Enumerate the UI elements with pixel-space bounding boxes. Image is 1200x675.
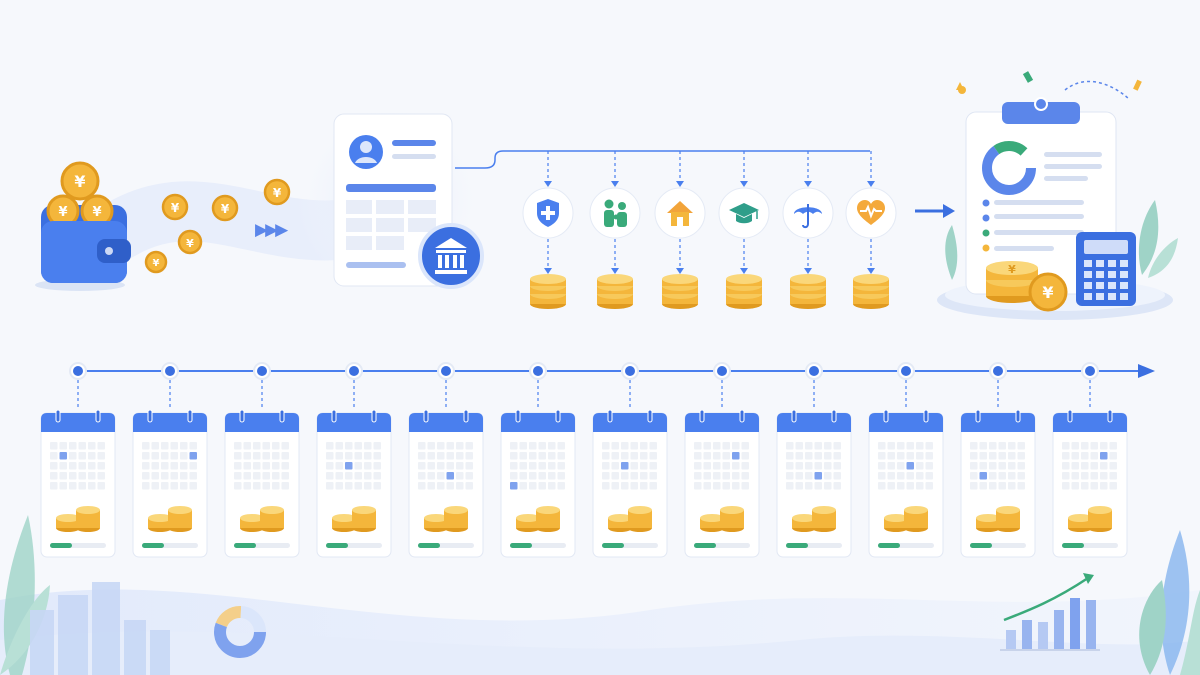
svg-text:¥: ¥ — [221, 202, 230, 216]
clipboard-report-icon: ¥ ¥ — [937, 71, 1178, 320]
timeline-node-dot — [257, 366, 267, 376]
house-icon — [654, 187, 706, 239]
timeline-node-dot — [165, 366, 175, 376]
timeline-node-dot — [441, 366, 451, 376]
svg-text:¥: ¥ — [1008, 263, 1016, 276]
svg-text:¥: ¥ — [58, 205, 67, 220]
pie-chart-icon — [214, 606, 266, 658]
timeline-node-dot — [625, 366, 635, 376]
svg-text:¥: ¥ — [186, 237, 194, 250]
coin-stack-icon — [597, 274, 633, 309]
category-family — [589, 187, 641, 239]
graduation-cap-icon — [718, 187, 770, 239]
category-medical — [522, 187, 574, 239]
category-housing — [654, 187, 706, 239]
umbrella-icon — [782, 187, 834, 239]
timeline-node-dot — [73, 366, 83, 376]
svg-text:¥: ¥ — [1042, 283, 1053, 302]
timeline-node-dot — [1085, 366, 1095, 376]
coin-stack-icon — [853, 274, 889, 309]
bottom-left-decoration — [0, 515, 266, 675]
bottom-right-decoration — [1000, 530, 1200, 675]
svg-text:¥: ¥ — [92, 205, 101, 220]
svg-text:¥: ¥ — [171, 201, 180, 215]
svg-text:¥: ¥ — [74, 172, 85, 191]
bank-icon — [418, 223, 484, 289]
flow-arrows-icon: ▶▶▶ — [255, 220, 288, 239]
application-form-icon — [333, 113, 453, 287]
coin-stack-icon — [530, 274, 566, 309]
flying-coins: ¥ ¥ ¥ ¥ ¥ — [144, 178, 291, 274]
category-education — [718, 187, 770, 239]
coin-icon: ¥ — [211, 194, 239, 222]
svg-text:¥: ¥ — [273, 186, 282, 200]
category-coin-stacks — [530, 274, 889, 309]
medical-shield-icon — [522, 187, 574, 239]
timeline-node-dot — [993, 366, 1003, 376]
timeline-node-dot — [901, 366, 911, 376]
coin-icon: ¥ — [161, 193, 189, 221]
wallet-icon: ¥ ¥ ¥ — [35, 161, 131, 291]
timeline-node-dot — [533, 366, 543, 376]
coin-icon: ¥ — [177, 229, 203, 255]
heart-pulse-icon — [845, 187, 897, 239]
category-insurance — [782, 187, 834, 239]
coin-icon: ¥ — [144, 250, 168, 274]
coin-stack-icon — [662, 274, 698, 309]
timeline — [69, 362, 1155, 410]
family-icon — [589, 187, 641, 239]
category-health — [845, 187, 897, 239]
timeline-node-dot — [349, 366, 359, 376]
timeline-node-dot — [809, 366, 819, 376]
growth-chart-icon — [1000, 573, 1100, 651]
coin-icon: ¥ — [263, 178, 291, 206]
coin-stack-icon — [726, 274, 762, 309]
coin-stack-icon — [790, 274, 826, 309]
timeline-node-dot — [717, 366, 727, 376]
calculator-icon — [1076, 232, 1136, 306]
svg-text:¥: ¥ — [153, 258, 160, 269]
